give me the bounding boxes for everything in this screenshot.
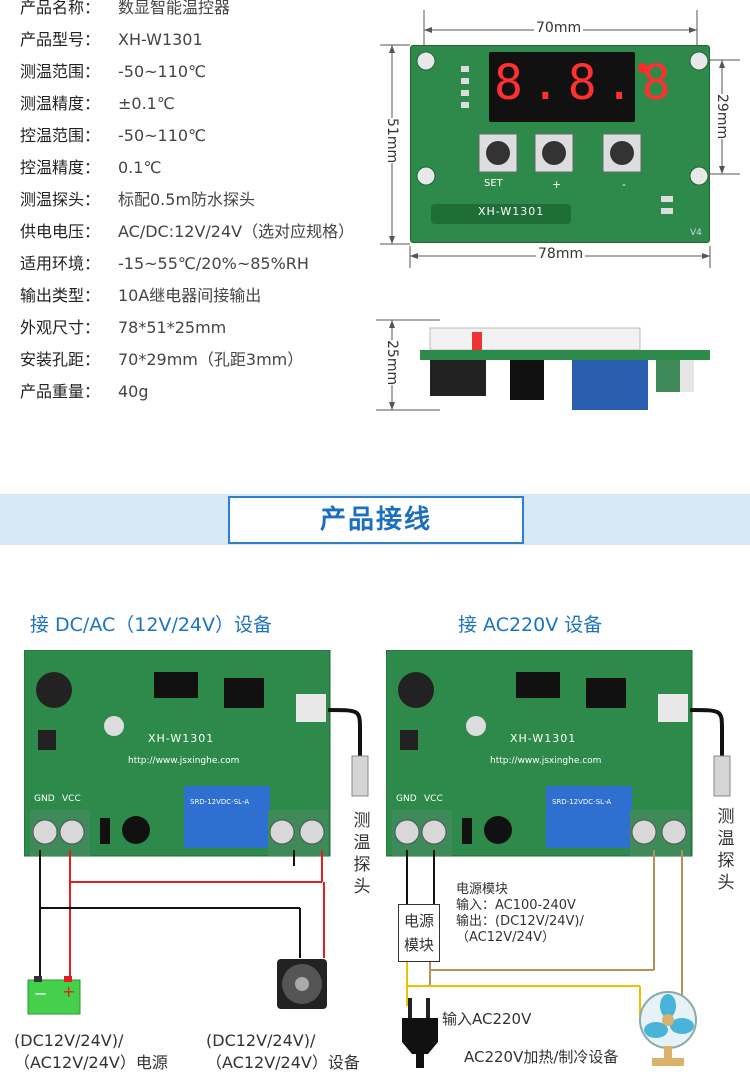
right-wires	[406, 850, 683, 1016]
spec-row: 输出类型： 10A继电器间接输出	[20, 284, 261, 308]
spec-row: 测温探头： 标配0.5m防水探头	[20, 188, 255, 212]
left-probe	[327, 708, 369, 797]
left-probe-label: 测温探头	[353, 811, 371, 897]
spec-value: -15~55℃/20%~85%RH	[118, 254, 309, 273]
spec-value: -50~110℃	[118, 126, 207, 145]
spec-row: 测温精度： ±0.1℃	[20, 92, 175, 116]
dim-left-height: 51mm	[384, 118, 400, 164]
spec-row: 供电电压： AC/DC:12V/24V（选对应规格）	[20, 220, 354, 244]
pm-input: 输入：AC100-240V	[456, 898, 576, 913]
right-diagram-title: 接 AC220V 设备	[458, 614, 603, 636]
power-module-box-label: 电源模块	[403, 912, 434, 954]
spec-label: 控温范围：	[20, 126, 101, 145]
spec-row: 产品型号： XH-W1301	[20, 28, 203, 52]
spec-row: 安装孔距： 70*29mm（孔距3mm）	[20, 348, 303, 372]
pcb-top-artwork	[416, 51, 709, 224]
spec-label: 适用环境：	[20, 254, 101, 273]
left-board-model: XH-W1301	[148, 732, 215, 745]
spec-value: AC/DC:12V/24V（选对应规格）	[118, 222, 355, 241]
power-plug-icon	[402, 998, 438, 1068]
set-silk: SET	[484, 178, 503, 189]
ac-device-label: AC220V加热/制冷设备	[464, 1048, 619, 1066]
spec-value: 标配0.5m防水探头	[118, 190, 256, 209]
spec-label: 安装孔距：	[20, 350, 101, 369]
left-diagram-title: 接 DC/AC（12V/24V）设备	[30, 614, 273, 636]
right-probe	[689, 708, 731, 797]
spec-row: 产品名称： 数显智能温控器	[20, 0, 230, 20]
pm-output-1: 输出：(DC12V/24V)/	[456, 914, 584, 929]
spec-label: 输出类型：	[20, 286, 101, 305]
left-caption-source-2: （AC12V/24V）电源	[14, 1053, 168, 1072]
spec-label: 测温探头：	[20, 190, 101, 209]
version-silk: V4	[690, 228, 702, 238]
pm-title: 电源模块	[456, 882, 509, 897]
left-gnd-label: GND	[34, 794, 55, 804]
spec-label: 控温精度：	[20, 158, 101, 177]
spec-value: 数显智能温控器	[118, 0, 231, 17]
right-gnd-label: GND	[396, 794, 417, 804]
spec-label: 供电电压：	[20, 222, 101, 241]
spec-value: XH-W1301	[118, 30, 203, 49]
spec-row: 外观尺寸： 78*51*25mm	[20, 316, 226, 340]
battery-minus: −	[34, 984, 48, 1003]
spec-row: 控温范围： -50~110℃	[20, 124, 206, 148]
left-caption-device-1: (DC12V/24V)/	[206, 1031, 316, 1050]
input-ac220v-label: 输入AC220V	[442, 1010, 532, 1028]
spec-value: 40g	[118, 382, 149, 401]
spec-value: 10A继电器间接输出	[118, 286, 262, 305]
dim-side-height: 25mm	[384, 340, 400, 386]
left-wires	[39, 850, 325, 980]
minus-silk: -	[622, 178, 626, 191]
spec-value: 0.1℃	[118, 158, 162, 177]
spec-row: 产品重量： 40g	[20, 380, 149, 404]
plus-silk: +	[552, 178, 562, 191]
left-caption-device-2: （AC12V/24V）设备	[206, 1053, 360, 1072]
seven-seg-display: 8.8.8	[494, 55, 679, 111]
left-caption-source-1: (DC12V/24V)/	[14, 1031, 124, 1050]
spec-label: 测温范围：	[20, 62, 101, 81]
spec-value: 78*51*25mm	[118, 318, 227, 337]
right-board	[386, 650, 693, 857]
battery-icon	[27, 976, 81, 1015]
left-board-url: http://www.jsxinghe.com	[128, 756, 240, 766]
left-relay-text: SRD-12VDC-SL-A	[190, 798, 250, 806]
pm-output-2: （AC12V/24V）	[456, 930, 555, 945]
spec-value: -50~110℃	[118, 62, 207, 81]
spec-value: ±0.1℃	[118, 94, 175, 113]
spec-label: 产品型号：	[20, 30, 101, 49]
battery-plus: +	[62, 982, 76, 1001]
right-vcc-label: VCC	[424, 794, 443, 804]
dim-right-height: 29mm	[714, 94, 730, 140]
right-board-model: XH-W1301	[510, 732, 577, 745]
left-vcc-label: VCC	[62, 794, 81, 804]
spec-label: 产品重量：	[20, 382, 101, 401]
dim-bottom-width: 78mm	[536, 246, 586, 262]
spec-label: 外观尺寸：	[20, 318, 101, 337]
spec-row: 测温范围： -50~110℃	[20, 60, 206, 84]
right-relay-text: SRD-12VDC-SL-A	[552, 798, 612, 806]
spec-row: 控温精度： 0.1℃	[20, 156, 161, 180]
spec-label: 测温精度：	[20, 94, 101, 113]
section-title: 产品接线	[228, 496, 524, 544]
spec-label: 产品名称：	[20, 0, 101, 17]
pcb-side-view	[420, 327, 710, 410]
right-board-url: http://www.jsxinghe.com	[490, 756, 602, 766]
right-probe-label: 测温探头	[717, 807, 735, 893]
dim-top-width: 70mm	[534, 20, 584, 36]
pcb-top-view	[410, 45, 710, 243]
spec-value: 70*29mm（孔距3mm）	[118, 350, 304, 369]
model-silk: XH-W1301	[478, 205, 545, 218]
left-board	[24, 650, 331, 857]
ac-fan-icon	[639, 991, 697, 1066]
power-module-box: 电源模块	[398, 904, 440, 962]
spec-row: 适用环境： -15~55℃/20%~85%RH	[20, 252, 309, 276]
dc-fan-icon	[277, 959, 327, 1009]
